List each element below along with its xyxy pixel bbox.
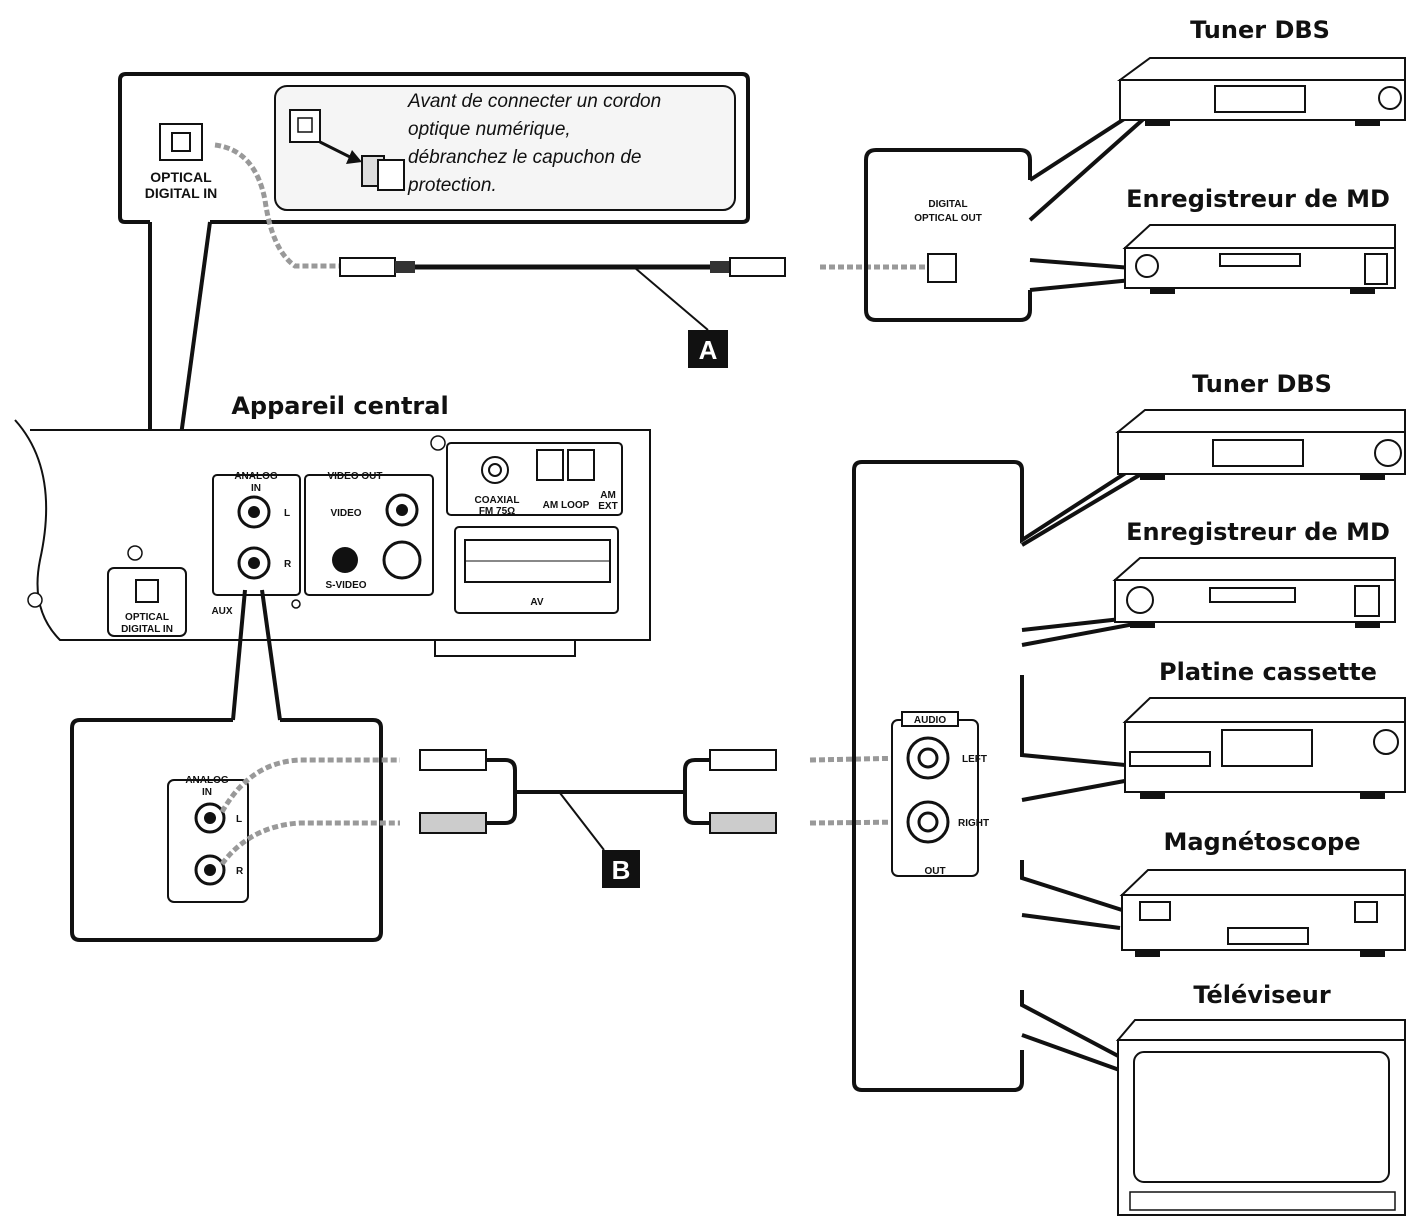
audio-out-box: AUDIO LEFT RIGHT OUT bbox=[852, 460, 1150, 1092]
unit-analog-label: ANALOG bbox=[234, 471, 278, 482]
analog-callout: ANALOG IN L R bbox=[70, 589, 383, 942]
unit-antenna-panel bbox=[446, 442, 623, 516]
right-label: RIGHT bbox=[958, 818, 989, 829]
tuner-top-label: Tuner DBS bbox=[1190, 16, 1330, 44]
rca-cable-b: B bbox=[219, 749, 911, 888]
note-line-2: optique numérique, bbox=[408, 119, 571, 140]
protective-cap-icon bbox=[289, 109, 405, 191]
optical-in-label: OPTICAL bbox=[150, 169, 212, 185]
device-tuner-top: Tuner DBS bbox=[1116, 16, 1406, 126]
ext-label: EXT bbox=[598, 501, 617, 512]
digital-out-label: DIGITAL bbox=[928, 199, 967, 210]
cable-b-label: B bbox=[612, 855, 631, 885]
device-tv: Téléviseur bbox=[1115, 981, 1406, 1216]
device-cassette: Platine cassette bbox=[1122, 658, 1406, 799]
video-label: VIDEO bbox=[330, 508, 361, 519]
unit-optical-label-1: OPTICAL bbox=[125, 612, 169, 623]
tuner-bottom-label: Tuner DBS bbox=[1192, 370, 1332, 398]
audio-label: AUDIO bbox=[914, 715, 946, 726]
main-unit: Appareil central OPTICAL DIGITAL IN AUX … bbox=[14, 392, 651, 657]
video-out-label: VIDEO OUT bbox=[327, 471, 382, 482]
callout-in-label: IN bbox=[202, 787, 212, 798]
optical-cable-a: A bbox=[214, 142, 930, 368]
note-line-1: Avant de connecter un cordon bbox=[408, 91, 662, 112]
s-video-label: S-VIDEO bbox=[325, 580, 366, 591]
cable-a-label: A bbox=[699, 335, 718, 365]
note-line-3: débranchez le capuchon de bbox=[408, 147, 642, 168]
md-top-label: Enregistreur de MD bbox=[1126, 185, 1390, 213]
callout-l-label: L bbox=[236, 814, 242, 825]
unit-optical-label-2: DIGITAL IN bbox=[121, 624, 173, 635]
device-tuner-bottom: Tuner DBS bbox=[1115, 370, 1406, 480]
callout-r-label: R bbox=[236, 866, 244, 877]
unit-video-out-panel bbox=[304, 474, 434, 596]
device-md-top: Enregistreur de MD bbox=[1122, 185, 1396, 294]
coaxial-label: COAXIAL bbox=[475, 495, 520, 506]
cassette-label: Platine cassette bbox=[1159, 658, 1377, 686]
optical-jack-icon bbox=[159, 123, 203, 161]
callout-analog-label: ANALOG bbox=[185, 775, 229, 786]
unit-r-label: R bbox=[284, 559, 292, 570]
aux-label: AUX bbox=[211, 606, 232, 617]
left-label: LEFT bbox=[962, 754, 987, 765]
unit-l-label: L bbox=[284, 508, 290, 519]
optical-callout: OPTICAL DIGITAL IN bbox=[118, 72, 750, 591]
am-loop-label: AM LOOP bbox=[543, 500, 590, 511]
instruction-note: Avant de connecter un cordon optique num… bbox=[408, 88, 728, 200]
optical-in-label-2: DIGITAL IN bbox=[145, 185, 218, 201]
unit-analog-in-panel bbox=[212, 474, 301, 596]
optical-out-jack-icon bbox=[927, 253, 957, 283]
vcr-label: Magnétoscope bbox=[1163, 828, 1360, 856]
device-md-bottom: Enregistreur de MD bbox=[1112, 518, 1396, 628]
optical-out-label: OPTICAL OUT bbox=[914, 213, 982, 224]
fm-label: FM 75Ω bbox=[479, 506, 515, 517]
device-vcr: Magnétoscope bbox=[1119, 828, 1406, 957]
tv-label: Téléviseur bbox=[1193, 981, 1330, 1009]
note-line-4: protection. bbox=[408, 175, 497, 196]
digital-optical-out-box: DIGITAL OPTICAL OUT bbox=[864, 110, 1150, 322]
am-label: AM bbox=[600, 490, 616, 501]
out-label: OUT bbox=[924, 866, 945, 877]
main-unit-title: Appareil central bbox=[231, 392, 448, 420]
av-label: AV bbox=[530, 597, 543, 608]
md-bottom-label: Enregistreur de MD bbox=[1126, 518, 1390, 546]
unit-in-label: IN bbox=[251, 483, 261, 494]
